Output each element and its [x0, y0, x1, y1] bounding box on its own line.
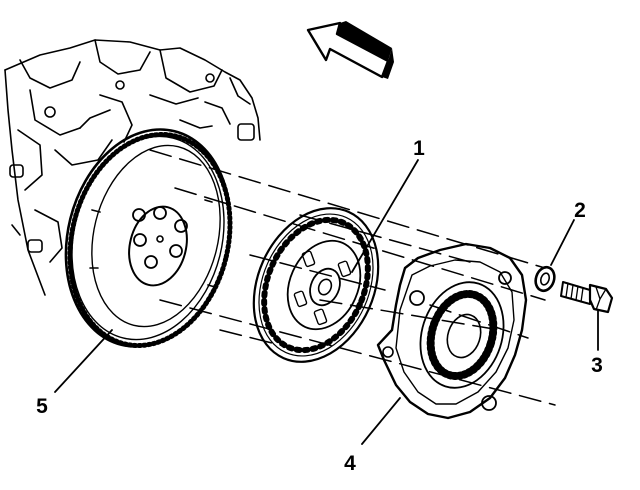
callout-2: 2: [574, 199, 586, 222]
flywheel: [64, 128, 233, 349]
callout-1: 1: [413, 137, 425, 160]
engine-block: [4, 39, 261, 296]
callout-4: 4: [344, 452, 356, 475]
leader-lines: [54, 159, 599, 445]
callout-3: 3: [591, 354, 603, 377]
direction-arrow-icon: [306, 21, 394, 79]
bolt: [560, 281, 614, 314]
callout-labels: 1 2 3 4 5: [36, 137, 603, 475]
washer: [534, 265, 556, 293]
pressure-plate: [376, 242, 528, 420]
clutch-disc: [252, 207, 380, 363]
callout-5: 5: [36, 395, 48, 418]
alignment-lines: [149, 149, 556, 406]
